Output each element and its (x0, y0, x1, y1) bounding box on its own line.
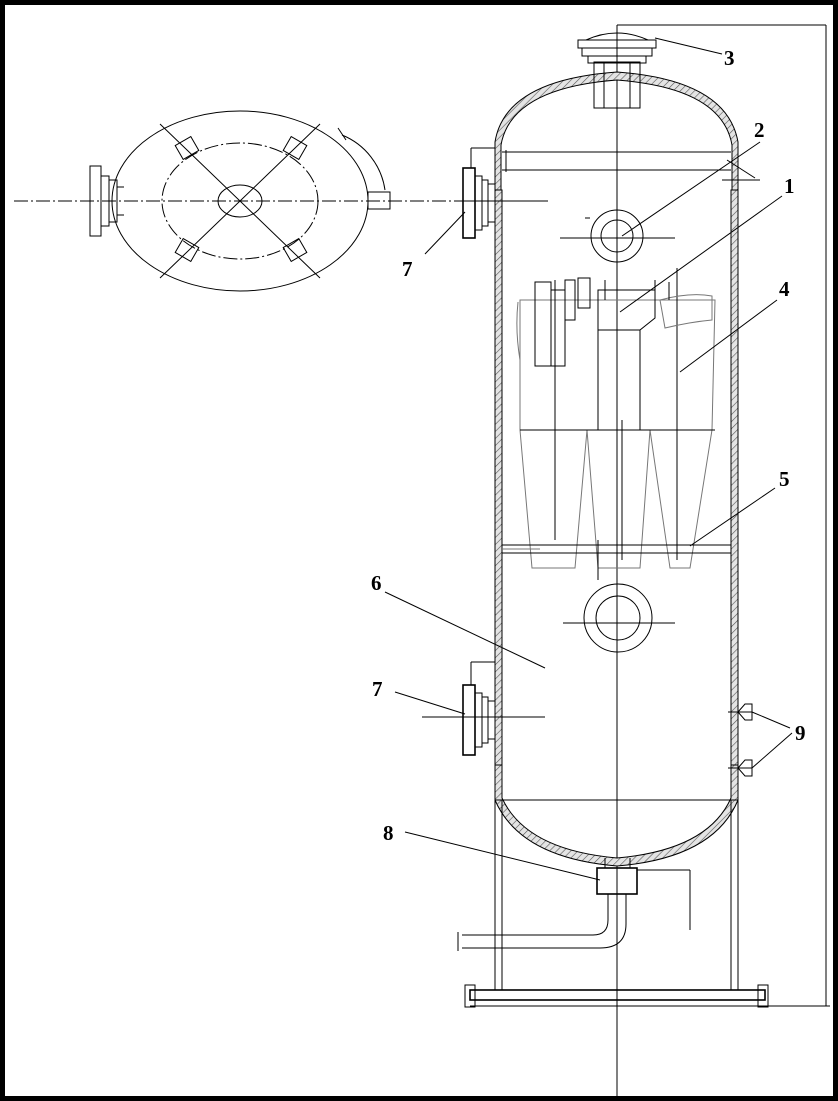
shell-right-wall (730, 189, 739, 766)
top-outlet-nozzle (577, 32, 657, 109)
callout-3: 3 (724, 46, 735, 70)
lower-inlet-nozzle (422, 661, 545, 756)
support-skirt (464, 799, 769, 1008)
top-view (14, 110, 470, 292)
callout-5: 5 (779, 467, 790, 491)
top-view-angle-arc (341, 134, 386, 191)
bottom-dished-head (494, 764, 739, 867)
callout-8: 8 (383, 821, 394, 845)
shell-left-wall (494, 189, 503, 766)
callout-1: 1 (784, 174, 795, 198)
top-view-inlet-flange (89, 165, 124, 237)
callout-7-upper: 7 (402, 257, 413, 281)
callout-2: 2 (754, 118, 765, 142)
leader-lines (384, 37, 793, 881)
vessel (422, 24, 830, 1098)
support-plate (502, 544, 731, 554)
top-view-lugs (174, 135, 308, 263)
callout-9: 9 (795, 721, 806, 745)
bottom-drain (457, 858, 691, 951)
top-view-bolt-circle (161, 142, 319, 260)
callout-4: 4 (779, 277, 790, 301)
upper-inlet-nozzle (460, 147, 548, 239)
callout-labels: 3 2 1 4 5 6 7 7 8 9 (371, 46, 806, 845)
upper-port-circle (560, 209, 675, 263)
height-dimension (617, 24, 830, 1007)
top-view-center-nozzle (217, 184, 263, 218)
callout-6: 6 (371, 571, 382, 595)
top-view-side-nozzle (367, 191, 391, 210)
lower-port-circle (563, 540, 675, 653)
callout-7-lower: 7 (372, 677, 383, 701)
cyclone-bank (516, 268, 716, 569)
